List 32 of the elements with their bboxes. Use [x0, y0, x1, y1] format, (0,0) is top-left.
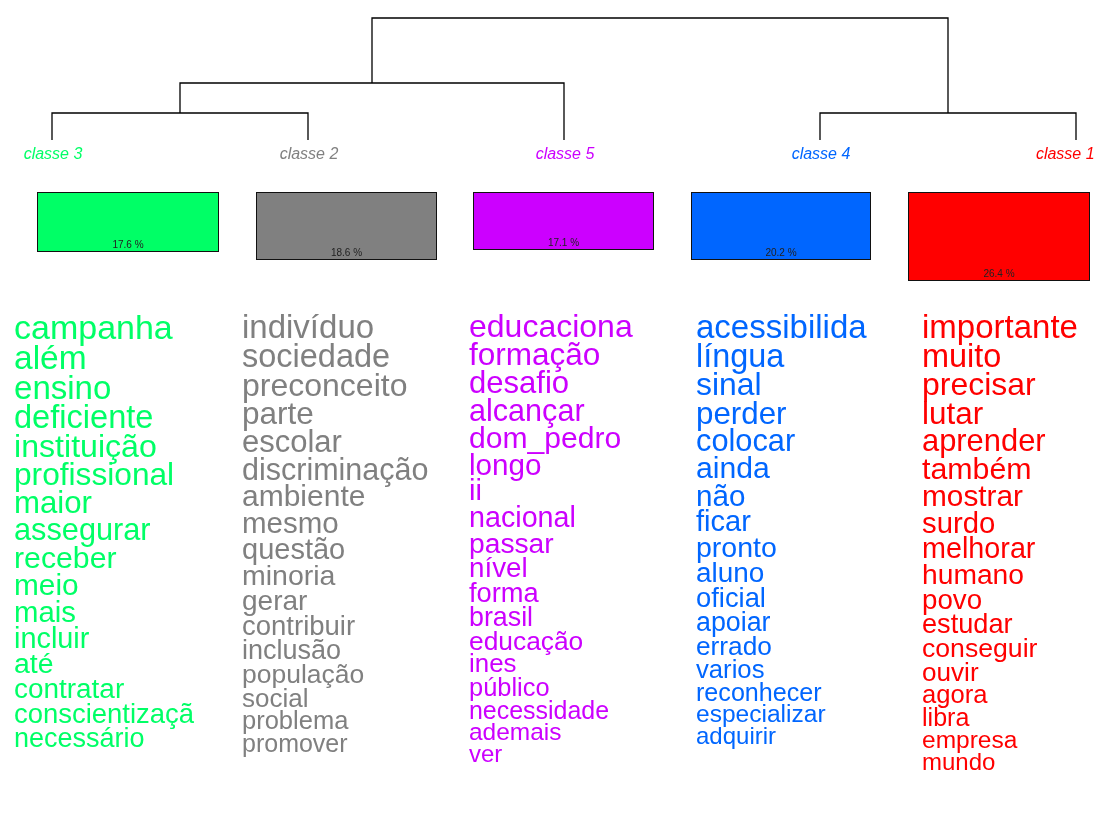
class-label: classe 4	[791, 145, 851, 163]
class-word: contratar	[14, 675, 125, 703]
class-word: importante	[922, 310, 1078, 343]
percentage-label: 20.2 %	[765, 247, 797, 258]
class-word: empresa	[922, 728, 1018, 753]
class-word: ver	[469, 742, 503, 766]
class-word: aprender	[922, 425, 1046, 457]
class-label: classe 1	[1035, 145, 1095, 163]
class-word: especializar	[696, 702, 826, 727]
percentage-label: 18.6 %	[330, 247, 363, 258]
class-word: perder	[696, 397, 787, 429]
class-word: ainda	[696, 453, 770, 484]
class-word: ademais	[469, 719, 562, 745]
class-label: classe 2	[279, 145, 339, 163]
class-word: melhorar	[922, 534, 1036, 563]
class-word: inclusão	[242, 636, 342, 664]
percentage-label: 17.1 %	[547, 237, 580, 248]
class-word: mostrar	[922, 481, 1024, 511]
class-word: questão	[242, 535, 346, 564]
class-word: campanha	[14, 310, 173, 344]
class-word: mesmo	[242, 508, 339, 538]
class-word: assegurar	[14, 515, 151, 547]
class-label: classe 3	[23, 145, 83, 163]
class-word: discriminação	[242, 454, 429, 485]
class-word: alcançar	[469, 395, 585, 426]
percentage-label: 17.6 %	[112, 239, 144, 250]
class-word: gerar	[242, 586, 308, 615]
class-word: precisar	[922, 368, 1036, 401]
class-word: população	[242, 661, 365, 688]
class-label: classe 5	[535, 145, 595, 163]
class-word: problema	[242, 708, 349, 734]
percentage-label: 26.4 %	[983, 268, 1015, 279]
